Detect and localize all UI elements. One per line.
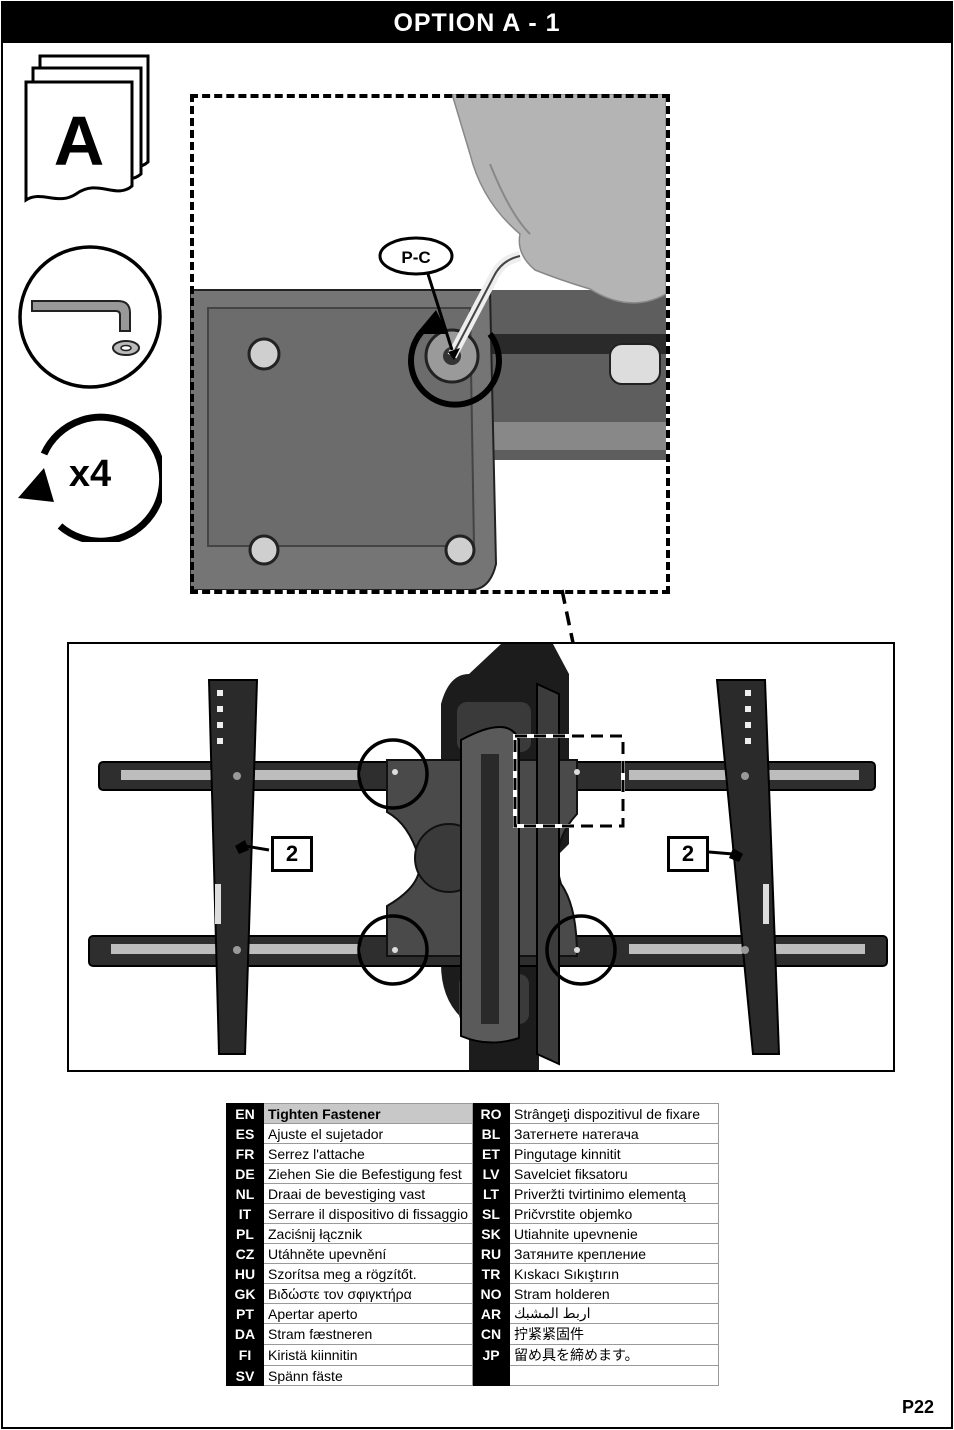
language-code: BL (472, 1123, 510, 1144)
language-code: RU (472, 1243, 510, 1264)
callout-right: 2 (667, 836, 709, 872)
language-text: Tighten Fastener (263, 1103, 473, 1124)
language-code: SV (226, 1365, 264, 1386)
language-code: PT (226, 1303, 264, 1324)
language-text: Szorítsa meg a rögzítőt. (263, 1263, 473, 1284)
page-title: OPTION A - 1 (3, 3, 951, 43)
language-text: Stram fæstneren (263, 1323, 473, 1345)
language-text: Strângeţi dispozitivul de fixare (509, 1103, 719, 1124)
language-code: RO (472, 1103, 510, 1124)
language-text: Serrez l'attache (263, 1143, 473, 1164)
language-code: TR (472, 1263, 510, 1284)
callout-left: 2 (271, 836, 313, 872)
language-code: AR (472, 1303, 510, 1324)
language-code: DA (226, 1323, 264, 1345)
language-text: Kiristä kiinnitin (263, 1344, 473, 1366)
language-code: ES (226, 1123, 264, 1144)
language-code: FR (226, 1143, 264, 1164)
language-text: Utiahnite upevnenie (509, 1223, 719, 1244)
language-text: Pričvrstite objemko (509, 1203, 719, 1224)
language-text: Savelciet fiksatoru (509, 1163, 719, 1184)
language-text: Kıskacı Sıkıştırın (509, 1263, 719, 1284)
language-code: JP (472, 1344, 510, 1366)
language-code: CZ (226, 1243, 264, 1264)
fastener-circle-bottom-left (357, 914, 429, 986)
language-text: Zaciśnij łącznik (263, 1223, 473, 1244)
language-text: Pingutage kinnitit (509, 1143, 719, 1164)
language-text: Utáhněte upevnění (263, 1243, 473, 1264)
language-code: CN (472, 1323, 510, 1345)
language-code: SK (472, 1223, 510, 1244)
language-code: EN (226, 1103, 264, 1124)
language-code: GK (226, 1283, 264, 1304)
language-text: Затяните крепление (509, 1243, 719, 1264)
language-code: LV (472, 1163, 510, 1184)
detail-photo: P-C (190, 94, 666, 590)
repeat-count: x4 (69, 453, 111, 495)
part-label-pc: P-C (401, 248, 430, 267)
document-sheets-icon: A (24, 54, 150, 203)
language-text: Затегнете натегача (509, 1123, 719, 1144)
language-code: DE (226, 1163, 264, 1184)
language-code: LT (472, 1183, 510, 1204)
language-text (509, 1365, 719, 1386)
assembly-photo: 2 2 (67, 642, 895, 1072)
language-code: FI (226, 1344, 264, 1366)
language-text: 拧紧紧固件 (509, 1323, 719, 1345)
language-text: Βιδώστε τον σφιγκτήρα (263, 1283, 473, 1304)
rotate-repeat-icon: x4 (18, 413, 162, 542)
language-text: Apertar aperto (263, 1303, 473, 1324)
language-code (472, 1365, 510, 1386)
fastener-circle-top-left (357, 738, 429, 810)
zoom-region-box (513, 734, 625, 828)
page-number: P22 (901, 1397, 934, 1417)
language-text: Serrare il dispositivo di fissaggio (263, 1203, 473, 1224)
fastener-circle-bottom-right (545, 914, 617, 986)
language-text: Stram holderen (509, 1283, 719, 1304)
language-code: NL (226, 1183, 264, 1204)
language-code: NO (472, 1283, 510, 1304)
language-code: IT (226, 1203, 264, 1224)
language-code: PL (226, 1223, 264, 1244)
language-code: ET (472, 1143, 510, 1164)
detail-dashed-frame (190, 94, 670, 594)
language-text: Spänn fäste (263, 1365, 473, 1386)
language-text: 留め具を締めます。 (509, 1344, 719, 1366)
language-text: Ajuste el sujetador (263, 1123, 473, 1144)
allen-key-icon (18, 245, 162, 389)
language-text: Draai de bevestiging vast (263, 1183, 473, 1204)
language-text: Priveržti tvirtinimo elementą (509, 1183, 719, 1204)
part-label-oval (378, 236, 454, 276)
language-code: SL (472, 1203, 510, 1224)
language-text: Ziehen Sie die Befestigung fest (263, 1163, 473, 1184)
language-text: اربط المشبك (509, 1303, 719, 1324)
language-code: HU (226, 1263, 264, 1284)
sheet-letter: A (54, 102, 105, 180)
